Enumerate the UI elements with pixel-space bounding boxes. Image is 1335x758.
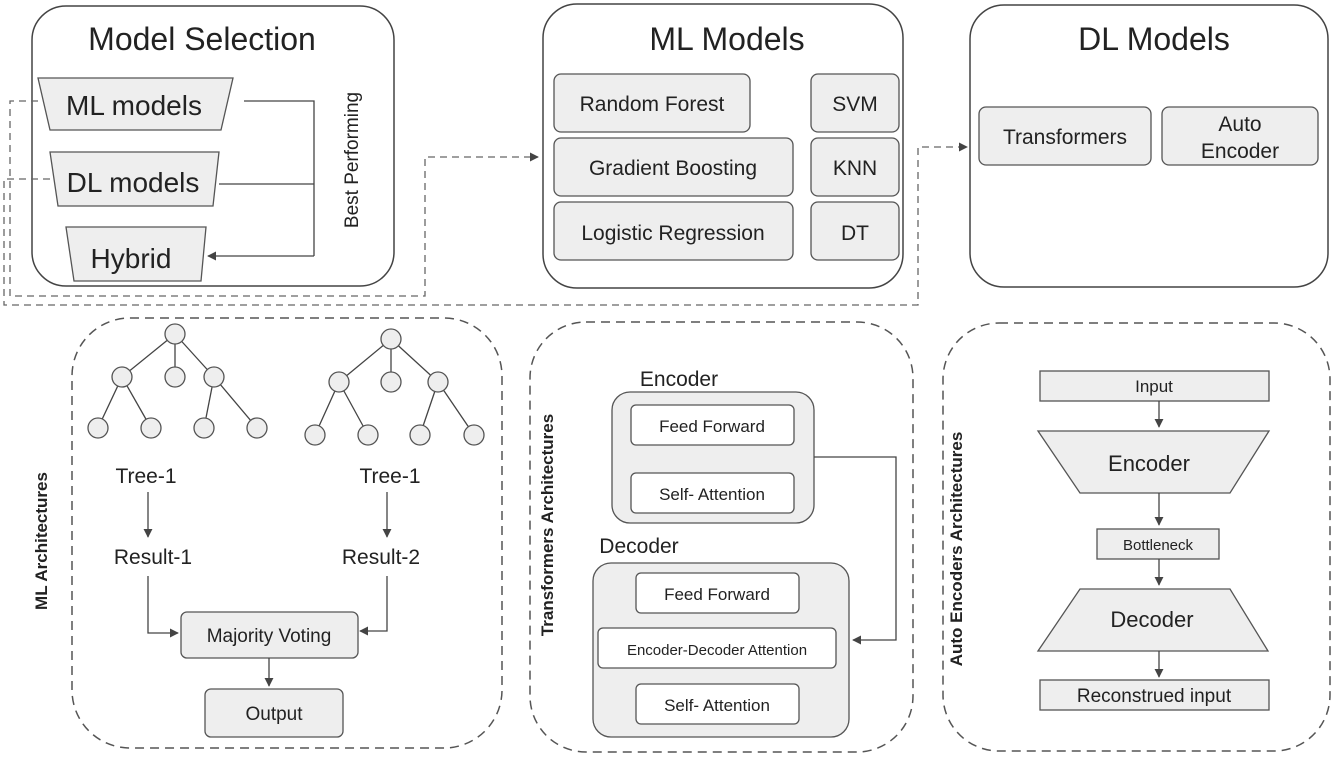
encoder-feed-forward-label: Feed Forward bbox=[659, 417, 765, 436]
tree-edge bbox=[121, 333, 176, 378]
tree-node bbox=[380, 328, 402, 350]
knn-box bbox=[810, 137, 900, 197]
tree-node bbox=[357, 424, 379, 446]
decoder-self-attention-box bbox=[635, 683, 800, 725]
knn-label: KNN bbox=[833, 157, 877, 180]
ml-models-label: ML models bbox=[66, 90, 202, 121]
dl-models-panel: DL Models Transformers Auto Encoder bbox=[969, 4, 1329, 288]
dl-models-dashed-connector bbox=[3, 142, 968, 306]
gradient-boosting-label: Gradient Boosting bbox=[589, 157, 757, 180]
ml-architectures-frame bbox=[71, 317, 503, 749]
tree-node bbox=[328, 371, 350, 393]
encoder-self-attention-label: Self- Attention bbox=[659, 485, 765, 504]
tree-edge bbox=[338, 338, 392, 383]
ae-bottleneck-box bbox=[1096, 528, 1220, 560]
tree-left-label: Tree-1 bbox=[115, 465, 176, 488]
dl-models-funnel bbox=[49, 151, 220, 207]
result-left-to-voting-arrow bbox=[147, 576, 179, 638]
ae-encoder-label: Encoder bbox=[1108, 451, 1190, 476]
logistic-regression-box bbox=[553, 201, 794, 261]
dl-models-title: DL Models bbox=[1078, 21, 1230, 57]
tree-node bbox=[304, 424, 326, 446]
ml-architectures-panel: ML Architectures bbox=[32, 317, 503, 749]
output-box bbox=[204, 688, 344, 738]
random-forest-box bbox=[553, 73, 751, 133]
hybrid-funnel bbox=[65, 226, 207, 282]
encoder-to-decoder-arrow bbox=[814, 456, 897, 645]
tree-node bbox=[140, 417, 162, 439]
hybrid-label: Hybrid bbox=[91, 243, 172, 274]
model-selection-frame bbox=[31, 5, 395, 287]
dt-label: DT bbox=[841, 222, 869, 245]
ae-input-label: Input bbox=[1135, 377, 1173, 396]
ae-input-box bbox=[1039, 370, 1270, 402]
tree-node bbox=[380, 371, 402, 393]
ae-decoder-label: Decoder bbox=[1110, 607, 1193, 632]
encoder-feed-forward-box bbox=[630, 404, 795, 446]
decoder-feed-forward-label: Feed Forward bbox=[664, 585, 770, 604]
decision-tree-left bbox=[87, 323, 268, 439]
ae-reconstructed-label: Reconstrued input bbox=[1077, 686, 1232, 707]
tree-node bbox=[164, 323, 186, 345]
encoder-title: Encoder bbox=[640, 368, 718, 391]
tree-node bbox=[111, 366, 133, 388]
tree-node bbox=[203, 366, 225, 388]
autoencoder-architectures-side-label: Auto Encoders Architectures bbox=[947, 432, 966, 667]
ml-models-panel: ML Models Random Forest Gradient Boostin… bbox=[542, 3, 904, 289]
ae-decoder-trapezoid bbox=[1036, 588, 1270, 652]
auto-encoder-box bbox=[1161, 106, 1319, 166]
transformers-box bbox=[978, 106, 1152, 166]
svm-label: SVM bbox=[832, 93, 878, 116]
encoder-self-attention-box bbox=[630, 472, 795, 514]
model-selection-title: Model Selection bbox=[88, 21, 316, 57]
ml-models-title: ML Models bbox=[649, 21, 804, 57]
logistic-regression-label: Logistic Regression bbox=[581, 222, 764, 245]
autoencoder-architectures-panel: Auto Encoders Architectures Input Encode… bbox=[942, 322, 1331, 752]
ae-encoder-trapezoid bbox=[1036, 430, 1271, 494]
tree-edge bbox=[213, 376, 258, 429]
svm-box bbox=[810, 73, 900, 133]
tree-edge bbox=[437, 381, 475, 436]
majority-voting-label: Majority Voting bbox=[207, 626, 332, 647]
auto-encoder-label-line1: Auto bbox=[1218, 113, 1261, 136]
ml-to-best-line bbox=[244, 100, 315, 256]
decoder-title: Decoder bbox=[599, 535, 678, 558]
tree-node bbox=[246, 417, 268, 439]
output-label: Output bbox=[245, 704, 303, 725]
encoder-decoder-attention-box bbox=[597, 627, 837, 669]
dt-box bbox=[810, 201, 900, 261]
auto-encoder-label-line2: Encoder bbox=[1201, 140, 1279, 163]
tree-node bbox=[164, 366, 186, 388]
encoder-decoder-attention-label: Encoder-Decoder Attention bbox=[627, 642, 807, 659]
gradient-boosting-box bbox=[553, 137, 794, 197]
best-performing-label: Best Performing bbox=[342, 92, 363, 228]
transformers-label: Transformers bbox=[1003, 126, 1127, 149]
transformers-architectures-panel: Transformers Architectures Encoder Feed … bbox=[529, 321, 914, 753]
ml-architectures-side-label: ML Architectures bbox=[32, 472, 51, 610]
tree-node bbox=[409, 424, 431, 446]
tree-node bbox=[427, 371, 449, 393]
decoder-feed-forward-box bbox=[635, 572, 800, 614]
result-right-to-voting-arrow bbox=[359, 576, 388, 636]
model-selection-panel: Model Selection ML models DL models Hybr… bbox=[31, 5, 395, 287]
tree-node bbox=[193, 417, 215, 439]
ml-models-dashed-connector bbox=[9, 100, 539, 297]
random-forest-label: Random Forest bbox=[580, 93, 725, 116]
result-right-label: Result-2 bbox=[342, 546, 420, 569]
decoder-self-attention-label: Self- Attention bbox=[664, 696, 770, 715]
dl-models-label: DL models bbox=[67, 167, 200, 198]
result-left-label: Result-1 bbox=[114, 546, 192, 569]
tree-node bbox=[463, 424, 485, 446]
decision-tree-right bbox=[304, 328, 485, 446]
tree-right-label: Tree-1 bbox=[359, 465, 420, 488]
transformers-architectures-side-label: Transformers Architectures bbox=[538, 414, 557, 636]
ae-reconstructed-box bbox=[1039, 679, 1270, 711]
tree-node bbox=[87, 417, 109, 439]
ml-models-funnel bbox=[37, 77, 234, 131]
ae-bottleneck-label: Bottleneck bbox=[1123, 537, 1194, 554]
